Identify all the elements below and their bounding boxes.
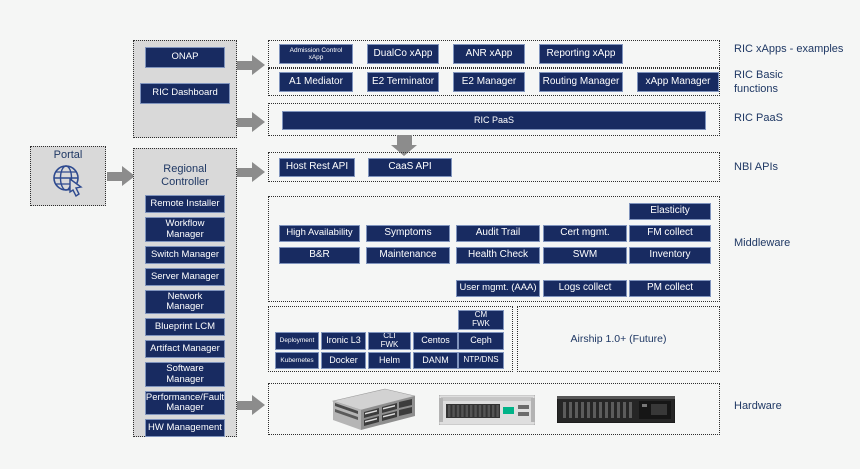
ric-xapps-section: Admission Control xApp DualCo xApp ANR x… — [268, 40, 720, 68]
label-hardware: Hardware — [734, 400, 782, 412]
software-manager-box: Software Manager — [145, 362, 225, 387]
kubernetes-box: Kubernetes — [275, 352, 319, 369]
server-manager-box: Server Manager — [145, 267, 225, 286]
anr-xapp-box: ANR xApp — [453, 44, 525, 64]
reporting-xapp-box: Reporting xApp — [539, 44, 623, 64]
middleware-section: Elasticity High Availability Symptoms Au… — [268, 196, 720, 302]
ric-basic-functions-section: A1 Mediator E2 Terminator E2 Manager Rou… — [268, 68, 720, 96]
logs-collect-box: Logs collect — [543, 280, 627, 297]
label-ric-paas: RIC PaaS — [734, 112, 783, 124]
xapp-manager-box: xApp Manager — [637, 72, 719, 92]
arrow-onap-to-xapps — [237, 55, 265, 75]
hardware-section — [268, 383, 720, 435]
ironic-l3-box: Ironic L3 — [321, 332, 366, 350]
symptoms-box: Symptoms — [366, 225, 450, 242]
arrow-portal-to-regional — [107, 166, 135, 186]
hw-management-box: HW Management — [145, 419, 225, 438]
caas-api-box: CaaS API — [368, 157, 452, 177]
label-nbi-apis: NBI APIs — [734, 161, 779, 173]
routing-manager-box: Routing Manager — [539, 72, 623, 92]
dark-rack-server-image — [557, 396, 675, 423]
arrow-onap-to-paas — [237, 112, 265, 132]
elasticity-box: Elasticity — [629, 203, 711, 220]
ric-paas-bar: RIC PaaS — [282, 111, 706, 130]
centos-box: Centos — [413, 332, 458, 350]
blueprint-lcm-box: Blueprint LCM — [145, 318, 225, 337]
health-check-box: Health Check — [456, 247, 540, 264]
dualco-xapp-box: DualCo xApp — [367, 44, 439, 64]
ntp-dns-box: NTP/DNS — [458, 352, 504, 369]
regional-controller-panel: Regional Controller Remote Installer Wor… — [133, 148, 237, 438]
label-ric-xapps: RIC xApps - examples — [734, 43, 844, 55]
high-availability-box: High Availability — [279, 225, 360, 242]
e2-terminator-box: E2 Terminator — [367, 72, 439, 92]
maintenance-box: Maintenance — [366, 247, 450, 264]
inventory-box: Inventory — [629, 247, 711, 264]
network-manager-box: Network Manager — [145, 289, 225, 315]
blade-chassis-server-image — [331, 388, 416, 430]
label-middleware: Middleware — [734, 237, 791, 249]
portal-label: Portal — [53, 149, 83, 161]
deployment-stack-section: CM FWK Deployment Ironic L3 CLI FWK Cent… — [268, 306, 513, 372]
fm-collect-box: FM collect — [629, 225, 711, 242]
globe-cursor-icon — [53, 165, 83, 198]
br-box: B&R — [279, 247, 360, 264]
onap-panel: ONAP RIC Dashboard — [133, 40, 237, 138]
remote-installer-box: Remote Installer — [145, 195, 225, 214]
docker-box: Docker — [321, 352, 366, 369]
airship-section: Airship 1.0+ (Future) — [517, 306, 720, 372]
regional-controller-title: Regional Controller — [161, 163, 209, 189]
deployment-box: Deployment — [275, 332, 319, 350]
arrow-paas-to-nbi — [391, 135, 417, 156]
airship-label: Airship 1.0+ (Future) — [570, 332, 667, 345]
nbi-apis-section: Host Rest API CaaS API — [268, 152, 720, 182]
label-ric-basic-functions: RIC Basic functions — [734, 69, 783, 95]
ric-dashboard-box: RIC Dashboard — [140, 83, 230, 104]
swm-box: SWM — [543, 247, 627, 264]
arrow-regional-to-nbi — [237, 162, 265, 182]
cm-fwk-box: CM FWK — [458, 310, 504, 330]
onap-box: ONAP — [145, 47, 225, 68]
e2-manager-box: E2 Manager — [453, 72, 525, 92]
workflow-manager-box: Workflow Manager — [145, 217, 225, 242]
regional-controller-buttons: Remote Installer Workflow Manager Switch… — [134, 195, 236, 438]
helm-box: Helm — [368, 352, 411, 369]
ceph-box: Ceph — [458, 332, 504, 350]
switch-manager-box: Switch Manager — [145, 245, 225, 264]
portal-box: Portal — [30, 146, 106, 206]
cert-mgmt-box: Cert mgmt. — [543, 225, 627, 242]
pm-collect-box: PM collect — [629, 280, 711, 297]
user-mgmt-aaa-box: User mgmt. (AAA) — [456, 280, 540, 297]
artifact-manager-box: Artifact Manager — [145, 340, 225, 359]
a1-mediator-box: A1 Mediator — [279, 72, 353, 92]
danm-box: DANM — [413, 352, 458, 369]
admission-control-xapp-box: Admission Control xApp — [279, 44, 353, 64]
ric-paas-section: RIC PaaS — [268, 103, 720, 136]
performance-fault-manager-box: Performance/Fault Manager — [145, 390, 225, 416]
cli-fwk-box: CLI FWK — [368, 332, 411, 350]
host-rest-api-box: Host Rest API — [279, 157, 355, 177]
arrow-regional-to-hardware — [237, 395, 265, 415]
audit-trail-box: Audit Trail — [456, 225, 540, 242]
hpe-rack-server-image — [439, 395, 535, 425]
